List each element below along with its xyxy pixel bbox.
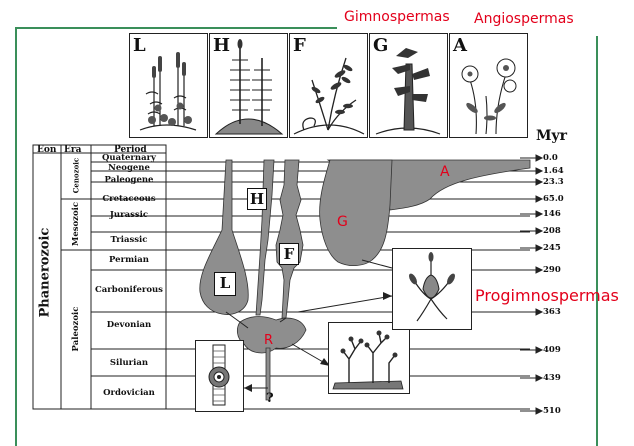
myr-8: 363 [543,307,561,317]
myr-6: 245 [543,243,561,253]
myr-2: 23.3 [543,177,564,187]
myr-0: 0.0 [543,153,558,163]
unknown-origin-mark: ? [266,391,274,406]
myr-3: 65.0 [543,194,564,204]
myr-4: 146 [543,209,561,219]
lineage-l-label: L [214,272,236,296]
lineage-r-label: R [264,333,273,348]
myr-9: 409 [543,345,561,355]
myr-5: 208 [543,226,561,236]
myr-7: 290 [543,265,561,275]
myr-1: 1.64 [543,166,564,176]
lineage-a-label: A [440,164,450,180]
lineage-f-label: F [279,243,299,265]
progymnosperms-label: Progimnospermas [475,286,619,305]
myr-11: 510 [543,406,561,416]
myr-10: 439 [543,373,561,383]
lineage-h-label: H [247,188,267,210]
lineage-g-label: G [337,214,348,230]
